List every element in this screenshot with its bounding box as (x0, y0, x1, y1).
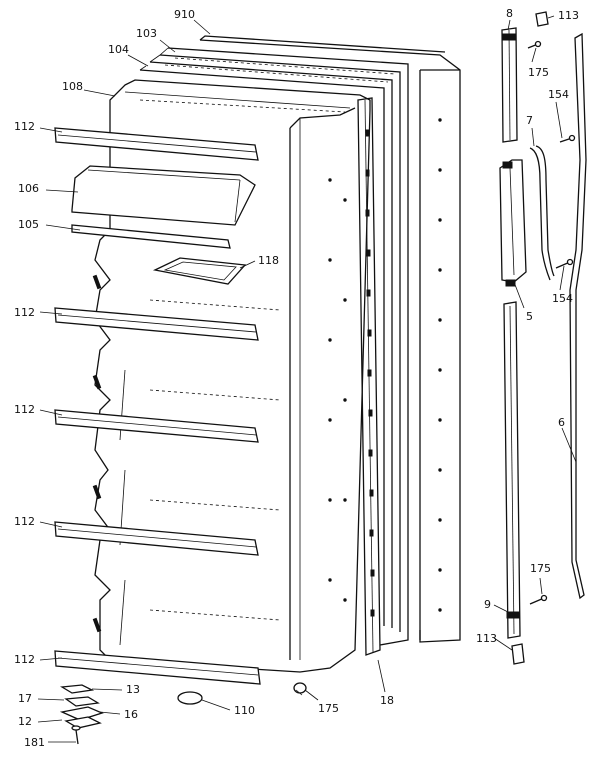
label-154-b: 154 (552, 292, 573, 305)
label-110: 110 (234, 704, 255, 717)
door-shelf-5 (54, 650, 261, 685)
part-labels: 910 103 104 108 112 106 105 118 112 112 … (14, 7, 579, 749)
part-110-cover (177, 691, 203, 705)
handle-grip (499, 159, 527, 287)
door-shelf-1 (54, 127, 259, 161)
label-175-a: 175 (318, 702, 339, 715)
part-12-cam (64, 716, 102, 729)
label-175-b: 175 (528, 66, 549, 79)
label-112-e: 112 (14, 653, 35, 666)
part-13-bracket (59, 684, 95, 694)
leader-lines (37, 15, 577, 743)
label-9: 9 (484, 598, 491, 611)
label-118: 118 (258, 254, 279, 267)
label-112-c: 112 (14, 403, 35, 416)
label-18: 18 (380, 694, 394, 707)
label-103: 103 (136, 27, 157, 40)
door-shelf-4 (54, 521, 259, 556)
label-112-d: 112 (14, 515, 35, 528)
label-154-a: 154 (548, 88, 569, 101)
door-trim-6 (569, 32, 587, 600)
label-910: 910 (174, 8, 195, 21)
label-113-b: 113 (476, 632, 497, 645)
label-112-a: 112 (14, 120, 35, 133)
label-105: 105 (18, 218, 39, 231)
label-12: 12 (18, 715, 32, 728)
screw-154-upper (559, 134, 576, 143)
door-shelf-2 (54, 307, 259, 341)
label-106: 106 (18, 182, 39, 195)
label-8: 8 (506, 7, 513, 20)
door-liner (92, 79, 371, 673)
label-181: 181 (24, 736, 45, 749)
hinge-pin-assembly (59, 684, 104, 745)
label-104: 104 (108, 43, 129, 56)
part-17-washer (64, 696, 100, 707)
label-16: 16 (124, 708, 138, 721)
dairy-door (71, 165, 256, 226)
screw-154-lower (555, 258, 574, 269)
dairy-bar (71, 224, 231, 249)
butter-tray (152, 257, 247, 285)
label-112-b: 112 (14, 306, 35, 319)
screw-175-lower (529, 594, 548, 605)
label-13: 13 (126, 683, 140, 696)
label-6: 6 (558, 416, 565, 429)
screw-175-upper (527, 40, 542, 49)
upper-handle-cap (501, 27, 518, 143)
label-108: 108 (62, 80, 83, 93)
lower-handle-9 (503, 301, 521, 639)
label-5: 5 (526, 310, 533, 323)
label-113-a: 113 (558, 9, 579, 22)
part-16-plate (59, 706, 104, 721)
door-shelf-3 (54, 409, 259, 443)
label-175-c: 175 (530, 562, 551, 575)
door-gasket-frame (139, 47, 409, 646)
lower-end-cap-113 (511, 643, 525, 665)
handle-spring-7 (529, 145, 555, 281)
label-7: 7 (526, 114, 533, 127)
upper-end-cap (535, 11, 549, 27)
outer-door-panel (199, 35, 461, 643)
label-17: 17 (18, 692, 32, 705)
part-175-plug (293, 682, 307, 696)
breaker-strip (357, 97, 381, 656)
